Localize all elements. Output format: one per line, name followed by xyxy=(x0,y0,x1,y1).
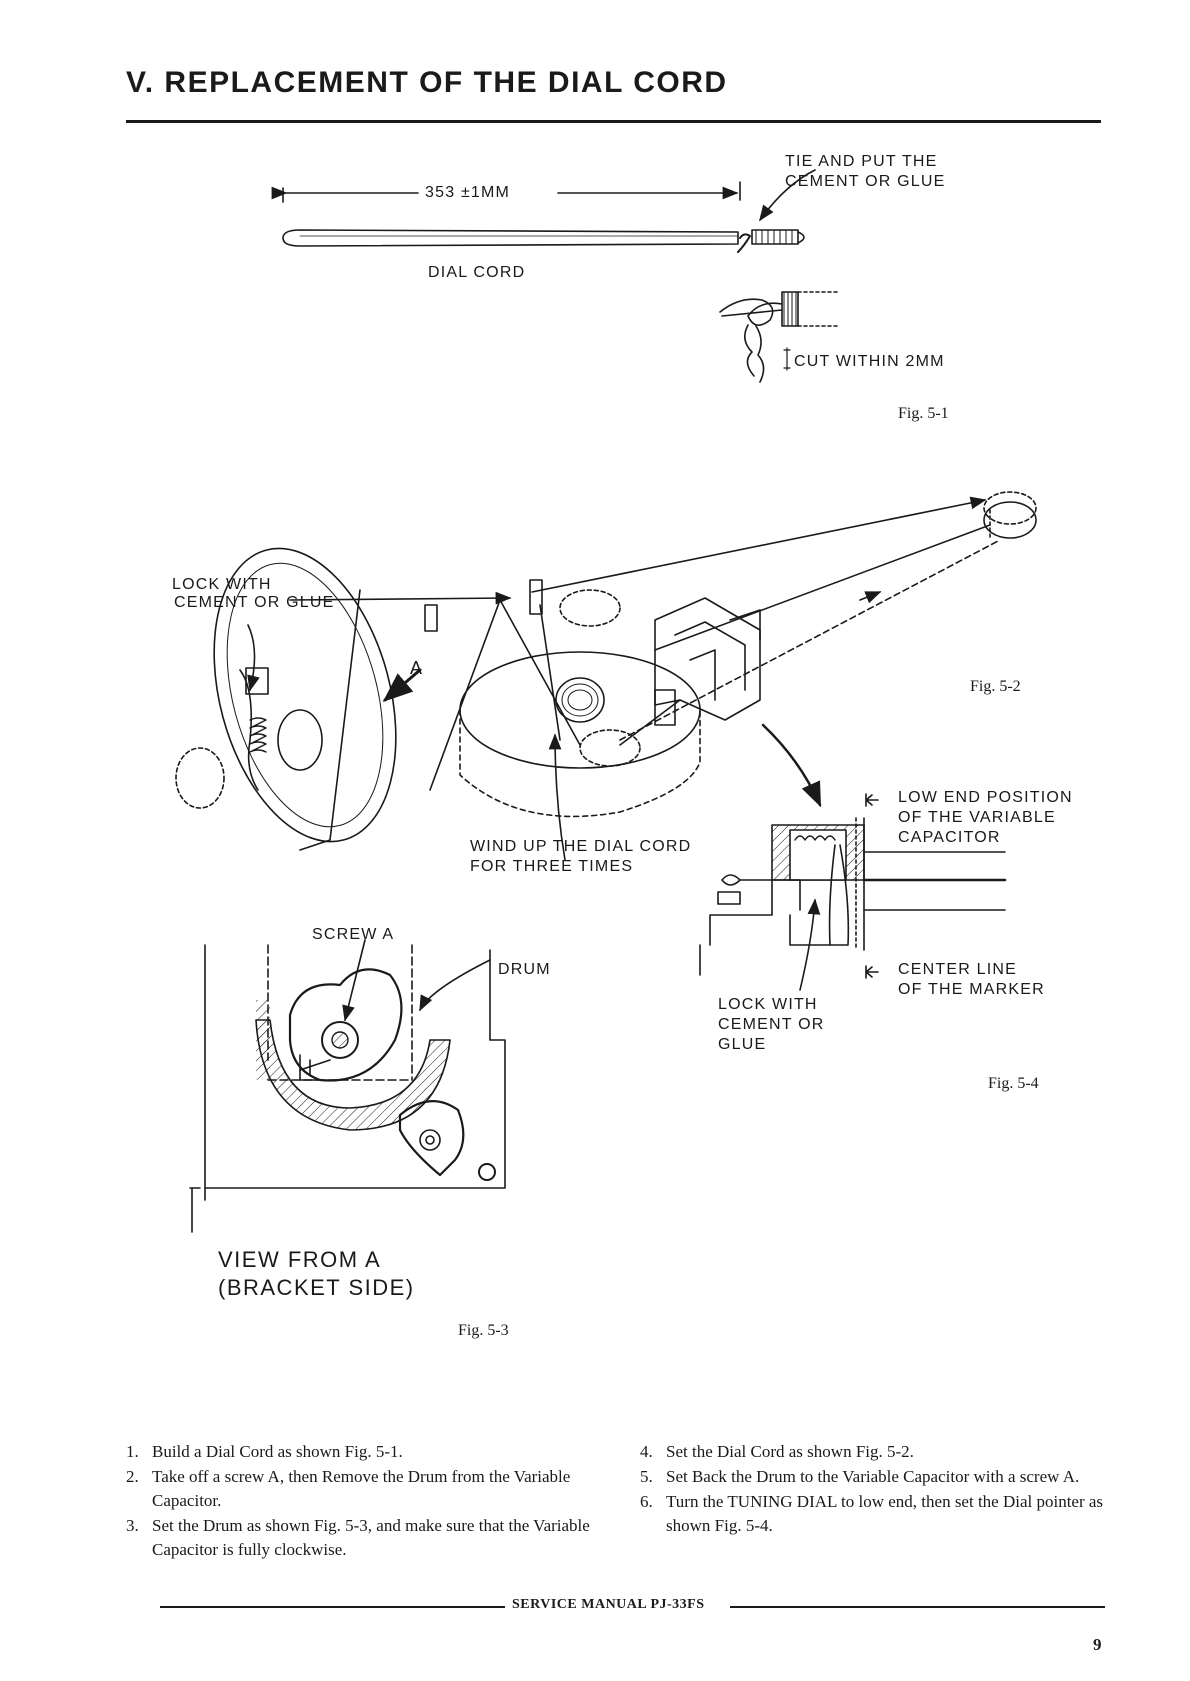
step-text: Take off a screw A, then Remove the Drum… xyxy=(152,1467,571,1510)
step-text: Set the Drum as shown Fig. 5-3, and make… xyxy=(152,1516,590,1559)
fig-5-1-caption: Fig. 5-1 xyxy=(898,405,949,422)
fig-5-1-cut-label: CUT WITHIN 2mm xyxy=(794,353,945,370)
page-title: V. REPLACEMENT OF THE DIAL CORD xyxy=(126,66,728,99)
fig-5-2-view-arrow-label: A xyxy=(410,658,424,678)
fig-5-4-caption: Fig. 5-4 xyxy=(988,1075,1039,1092)
step-number: 1. xyxy=(126,1442,139,1461)
fig-5-2-wind-label-line1: WIND UP THE DIAL CORD xyxy=(470,838,692,855)
step-number: 4. xyxy=(640,1442,653,1461)
fig-5-4-lock-label-line1: LOCK WITH xyxy=(718,996,818,1013)
steps-left-column: 1. Build a Dial Cord as shown Fig. 5-1. … xyxy=(126,1440,596,1563)
step-item: 3. Set the Drum as shown Fig. 5-3, and m… xyxy=(126,1514,596,1562)
step-item: 2. Take off a screw A, then Remove the D… xyxy=(126,1465,596,1513)
fig-5-4-low-end-label-line1: LOW END POSITION xyxy=(898,789,1073,806)
step-text: Set Back the Drum to the Variable Capaci… xyxy=(666,1467,1080,1486)
fig-5-2-caption: Fig. 5-2 xyxy=(970,678,1021,695)
fig-5-4-lock-label-line2: CEMENT OR xyxy=(718,1016,825,1033)
page-number: 9 xyxy=(1093,1635,1102,1654)
fig-5-4-center-label-line2: OF THE MARKER xyxy=(898,981,1045,998)
step-item: 6. Turn the TUNING DIAL to low end, then… xyxy=(640,1490,1110,1538)
fig-5-4-drawing xyxy=(699,793,1007,991)
fig-5-2-lock-label-line2: CEMENT OR GLUE xyxy=(174,594,335,611)
fig-5-2-lock-label-line1: LOCK WITH xyxy=(172,576,272,593)
step-number: 3. xyxy=(126,1516,139,1535)
title-rule xyxy=(126,120,1101,123)
fig-5-3-drum-label: DRUM xyxy=(498,961,551,978)
step-text: Set the Dial Cord as shown Fig. 5-2. xyxy=(666,1442,914,1461)
footer-rule-left xyxy=(160,1606,505,1608)
step-item: 5. Set Back the Drum to the Variable Cap… xyxy=(640,1465,1110,1489)
fig-5-1-cord-label: DIAL CORD xyxy=(428,264,526,281)
fig-5-4-low-end-label-line2: OF THE VARIABLE xyxy=(898,809,1056,826)
steps-right-column: 4. Set the Dial Cord as shown Fig. 5-2. … xyxy=(640,1440,1110,1539)
footer-rule-right xyxy=(730,1606,1105,1608)
step-text: Build a Dial Cord as shown Fig. 5-1. xyxy=(152,1442,403,1461)
step-number: 5. xyxy=(640,1467,653,1486)
fig-5-4-low-end-label-line3: CAPACITOR xyxy=(898,829,1001,846)
fig-5-3-view-label-line1: VIEW FROM A xyxy=(218,1247,382,1272)
step-number: 6. xyxy=(640,1492,653,1511)
fig-5-4-center-label-line1: CENTER LINE xyxy=(898,961,1017,978)
fig-5-1-length-label: 353 ±1mm xyxy=(425,184,511,201)
step-text: Turn the TUNING DIAL to low end, then se… xyxy=(666,1492,1104,1535)
step-number: 2. xyxy=(126,1467,139,1486)
step-item: 4. Set the Dial Cord as shown Fig. 5-2. xyxy=(640,1440,1110,1464)
fig-5-2-drawing xyxy=(175,491,1037,861)
fig-5-1-tie-label-line1: TIE AND PUT THE xyxy=(785,153,938,170)
fig-5-2-wind-label-line2: FOR THREE TIMES xyxy=(470,858,634,875)
footer-title: SERVICE MANUAL PJ-33FS xyxy=(508,1597,709,1613)
fig-5-3-caption: Fig. 5-3 xyxy=(458,1322,509,1339)
fig-5-3-screw-label: SCREW A xyxy=(312,926,395,943)
fig-5-1-drawing xyxy=(271,169,841,383)
step-item: 1. Build a Dial Cord as shown Fig. 5-1. xyxy=(126,1440,596,1464)
fig-5-4-lock-label-line3: GLUE xyxy=(718,1036,767,1053)
fig-5-3-view-label-line2: (BRACKET SIDE) xyxy=(218,1275,415,1300)
fig-5-3-drawing xyxy=(189,939,506,1233)
fig-5-1-tie-label-line2: CEMENT OR GLUE xyxy=(785,173,946,190)
